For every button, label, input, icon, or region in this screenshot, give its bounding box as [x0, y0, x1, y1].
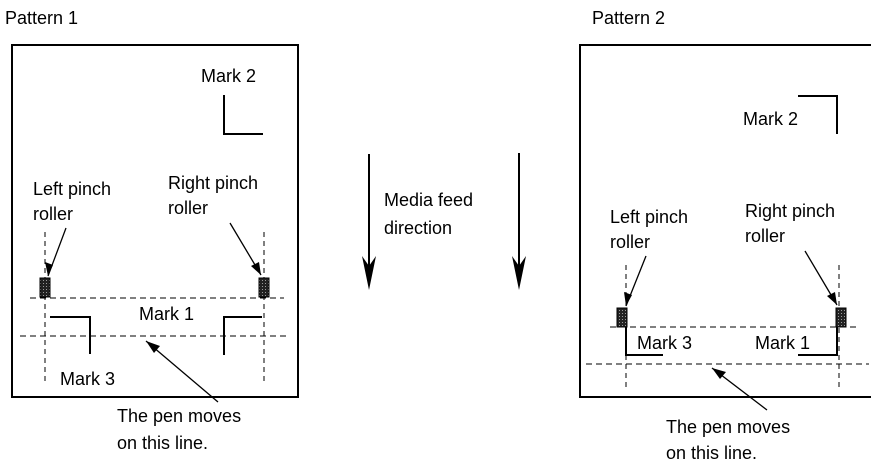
pattern-2-pen-line-label: The pen moves on this line.: [666, 417, 795, 463]
pattern-2-left-pinch-roller: [616, 307, 628, 328]
pattern-2: Pattern 2 Mark 2 Left pinch roller Right…: [579, 8, 871, 463]
pattern-1-mark-1-label: Mark 1: [139, 304, 194, 324]
feed-arrow-left-head: [362, 256, 376, 290]
pattern-2-title: Pattern 2: [592, 8, 665, 28]
pattern-1-right-roller-label: Right pinch roller: [168, 173, 263, 218]
pattern-1-left-roller-label: Left pinch roller: [33, 179, 116, 224]
pattern-1-right-roller-arrowhead: [251, 262, 261, 275]
pattern-1-mark-3: [50, 316, 91, 354]
pattern-1-media-sheet: [11, 44, 299, 398]
pattern-1-left-roller-arrowhead: [45, 262, 53, 276]
feed-arrow-right-head: [512, 256, 526, 290]
media-feed-label: Media feed direction: [384, 190, 478, 238]
pattern-2-right-roller-arrowhead: [827, 292, 837, 305]
pattern-2-left-roller-arrowhead: [624, 292, 632, 306]
pattern-2-mark-1-label: Mark 1: [755, 333, 810, 353]
pattern-1-right-pinch-roller: [258, 277, 270, 298]
pattern-2-right-pinch-roller: [835, 307, 847, 328]
pattern-1-left-pinch-roller: [39, 277, 51, 298]
pattern-2-media-sheet: [579, 44, 871, 398]
pattern-2-mark-2: [798, 95, 838, 134]
pattern-1-title: Pattern 1: [5, 8, 78, 28]
pattern-2-mark-3: [625, 327, 663, 356]
pattern-2-mark-1: [798, 327, 838, 356]
media-feed-direction: Media feed direction: [362, 153, 526, 290]
pattern-2-pen-arrowhead: [712, 368, 726, 379]
pattern-1-mark-1: [223, 316, 262, 355]
pattern-1-pen-arrowhead: [146, 341, 160, 353]
pattern-1-mark-2-label: Mark 2: [201, 66, 256, 86]
pattern-1-mark-3-label: Mark 3: [60, 369, 115, 389]
pattern-1: Pattern 1 Mark 2 Left pinch roller Right…: [5, 8, 299, 453]
pattern-2-right-roller-label: Right pinch roller: [745, 201, 840, 246]
pattern-2-mark-2-label: Mark 2: [743, 109, 798, 129]
pattern-2-mark-3-label: Mark 3: [637, 333, 692, 353]
pattern-2-left-roller-label: Left pinch roller: [610, 207, 693, 252]
pattern-1-mark-2: [223, 95, 263, 135]
pattern-1-pen-arrow: [145, 340, 219, 403]
pattern-1-pen-line-label: The pen moves on this line.: [117, 406, 246, 453]
